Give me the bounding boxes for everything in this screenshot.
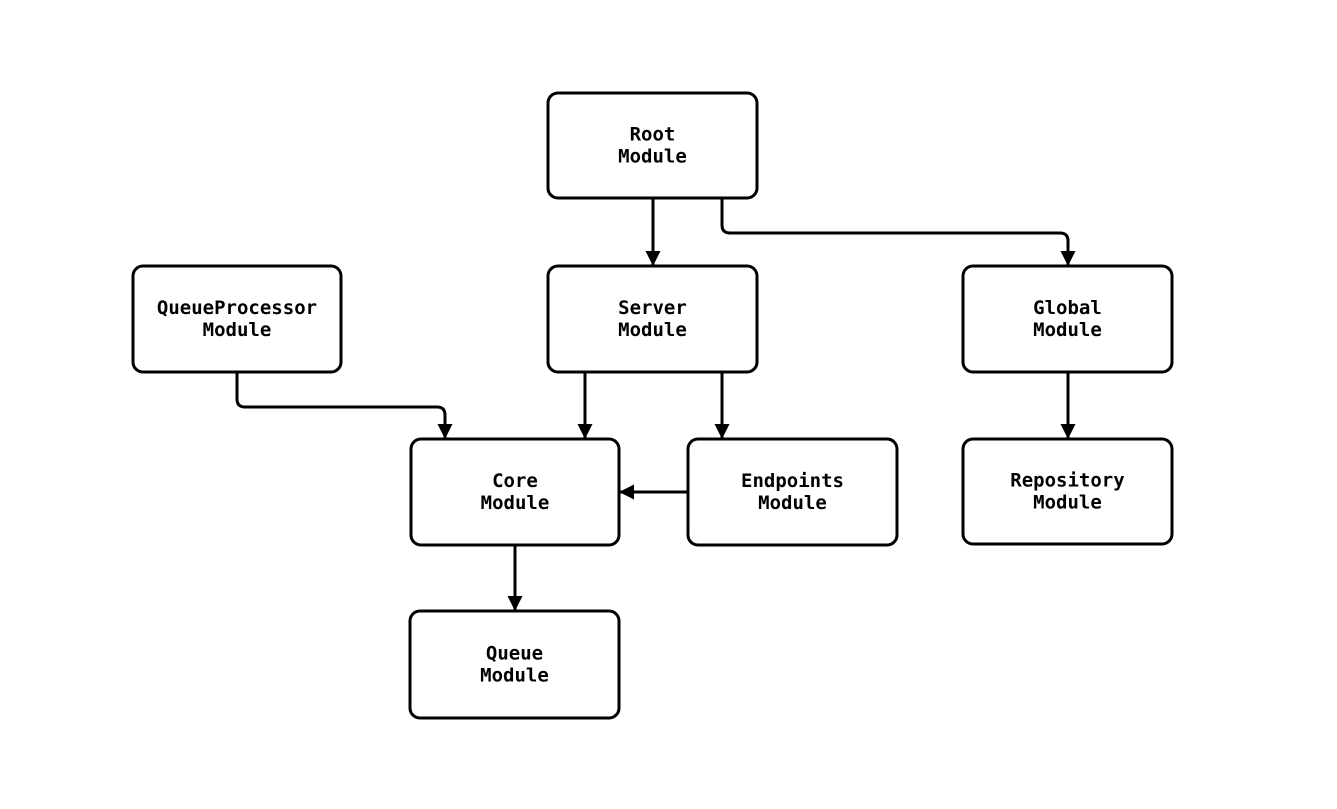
- edge-queueprocessor-to-core: [235, 372, 453, 439]
- node-box: [961, 437, 1174, 546]
- node-box: [131, 264, 343, 374]
- node-box: [546, 91, 759, 200]
- node-box: [408, 609, 621, 720]
- node-box: [409, 437, 621, 547]
- edges-layer: [235, 198, 1076, 611]
- node-box: [686, 437, 899, 547]
- edge-root-to-global: [720, 198, 1076, 266]
- node-box: [546, 264, 759, 374]
- node-box: [961, 264, 1174, 374]
